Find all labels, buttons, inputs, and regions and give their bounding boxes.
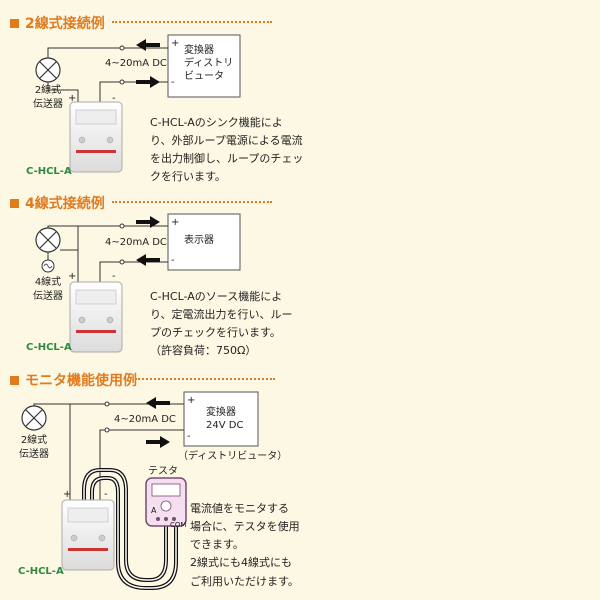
arrow-right-icon xyxy=(146,436,170,448)
diagram-4wire xyxy=(35,213,241,353)
box-plus: + xyxy=(171,217,180,228)
current-label: 4~20mA DC xyxy=(105,237,167,248)
transmitter-label: 2線式 伝送器 xyxy=(19,435,49,460)
description: C-HCL-Aのシンク機能によ り、外部ループ電源による電流 を出力制御し、ルー… xyxy=(150,116,304,184)
converter-box xyxy=(183,391,259,447)
converter-label: 変換器 ディストリ ビュータ xyxy=(184,45,234,82)
box-minus: - xyxy=(171,77,175,88)
device-minus: - xyxy=(112,93,116,104)
heading-divider xyxy=(112,201,272,203)
description: 電流値をモニタする 場合に、テスタを使用 できます。 2線式にも4線式にも ご利… xyxy=(190,502,300,588)
box-minus: - xyxy=(187,431,191,442)
device-plus: + xyxy=(63,489,72,500)
device-plus: + xyxy=(68,271,77,282)
converter-caption: （ディストリビュータ） xyxy=(178,451,288,462)
tester-com-label: COM xyxy=(170,521,187,529)
tester-a-label: A xyxy=(151,506,157,515)
current-label: 4~20mA DC xyxy=(105,58,167,69)
section-heading-2wire: 2線式接続例 xyxy=(10,13,105,33)
device-label: C-HCL-A xyxy=(18,566,64,577)
box-minus: - xyxy=(171,255,175,266)
device-label: C-HCL-A xyxy=(26,342,72,353)
diagram-monitor xyxy=(21,391,259,590)
display-label: 表示器 xyxy=(184,235,214,246)
heading-square-icon xyxy=(10,198,19,208)
converter-label: 変換器 24V DC xyxy=(206,407,244,431)
section-heading-4wire: 4線式接続例 xyxy=(10,193,105,213)
device-plus: + xyxy=(68,93,77,104)
transmitter-label: 4線式 伝送器 xyxy=(33,277,63,302)
heading-square-icon xyxy=(10,18,19,28)
heading-divider xyxy=(112,21,272,23)
description: C-HCL-Aのソース機能によ り、定電流出力を行い、ルー プのチェックを行いま… xyxy=(150,290,293,358)
heading-square-icon xyxy=(10,375,19,385)
arrow-left-icon xyxy=(146,397,170,409)
box-plus: + xyxy=(171,38,180,49)
transmitter-label: 2線式 伝送器 xyxy=(33,85,63,110)
current-label: 4~20mA DC xyxy=(114,414,176,425)
arrow-right-icon xyxy=(136,76,160,88)
section-heading-monitor: モニタ機能使用例 xyxy=(10,370,137,390)
arrow-left-icon xyxy=(136,254,160,266)
display-box xyxy=(167,213,241,271)
arrow-right-icon xyxy=(136,216,160,228)
device-minus: - xyxy=(112,271,116,282)
tester-label: テスタ xyxy=(148,466,178,477)
device-minus: - xyxy=(104,489,108,500)
device-label: C-HCL-A xyxy=(26,166,72,177)
converter-box xyxy=(167,34,241,98)
box-plus: + xyxy=(187,395,196,406)
diagram-2wire xyxy=(35,34,241,173)
arrow-left-icon xyxy=(136,39,160,51)
heading-divider xyxy=(135,378,275,380)
